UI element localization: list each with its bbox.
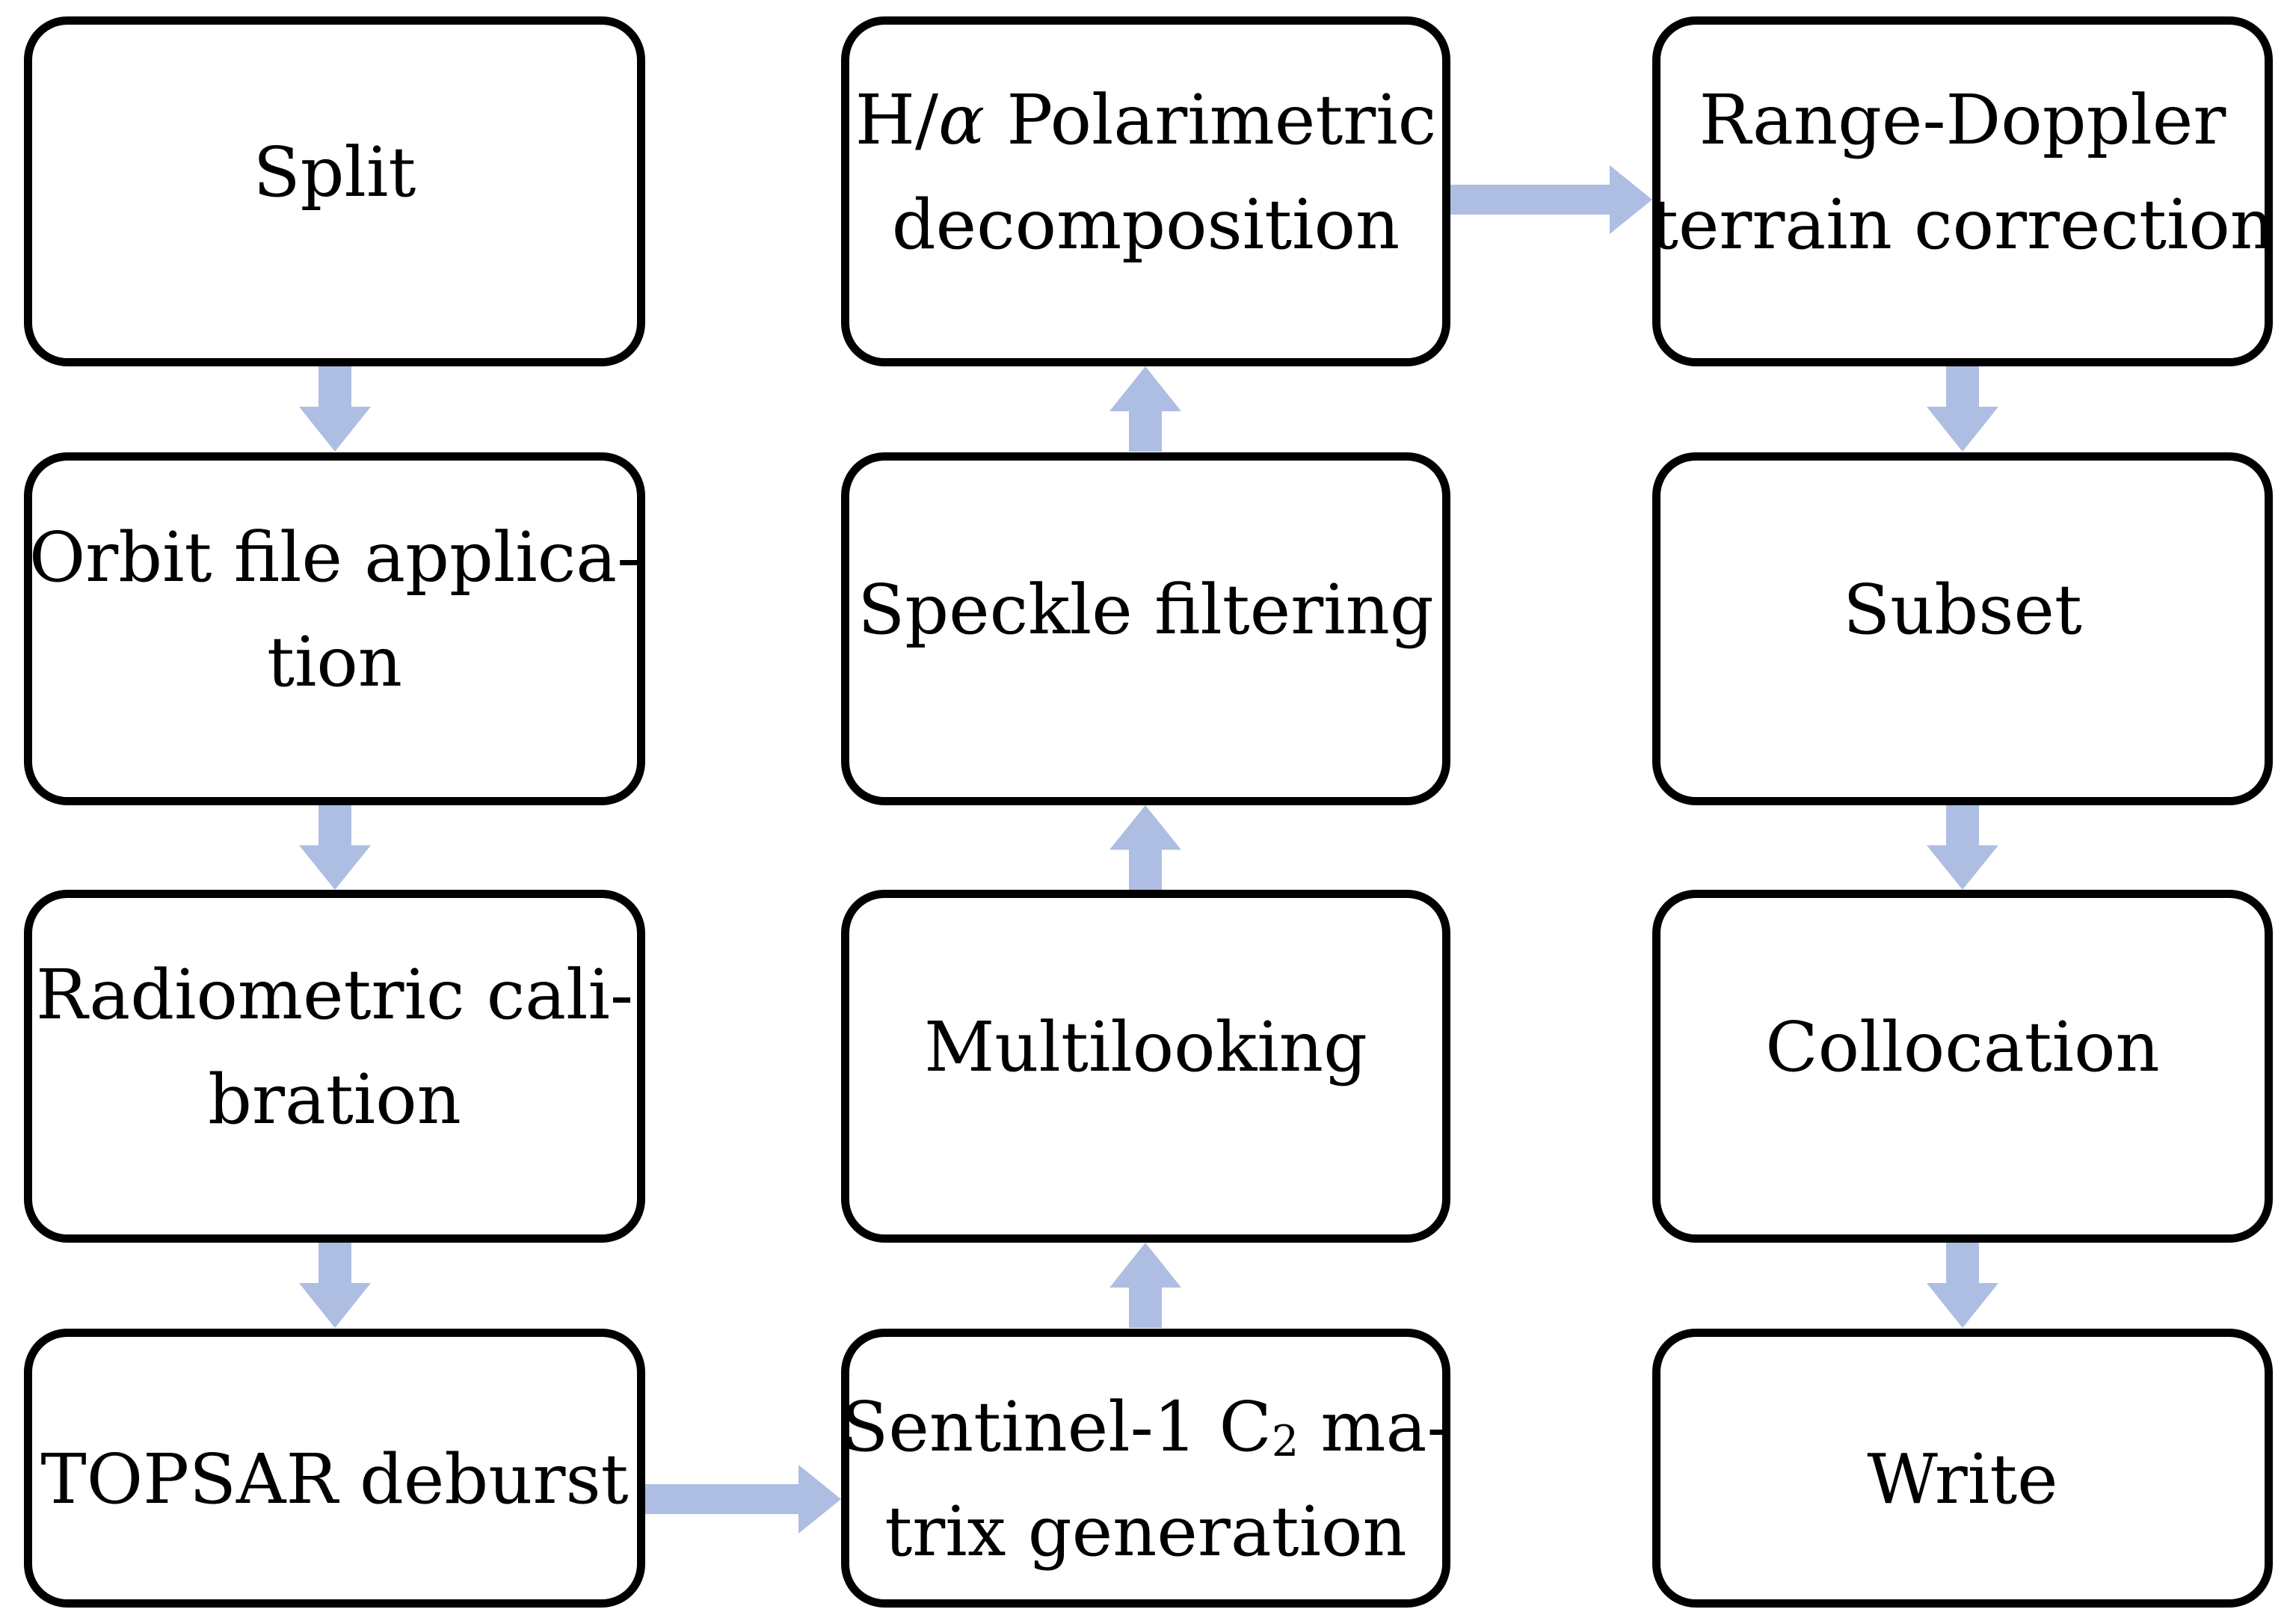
node-label: TOPSAR deburst (40, 1439, 629, 1519)
node-label: terrain correction (1650, 185, 2275, 265)
node-write: Write (1652, 1329, 2273, 1608)
node-range-doppler-terrain-correction: Range-Doppler terrain correction (1650, 16, 2275, 366)
node-label: Write (1867, 1439, 2058, 1519)
node-label: Speckle filtering (858, 570, 1434, 650)
arrow-up-icon (1109, 805, 1181, 890)
node-label: trix generation (884, 1491, 1407, 1572)
arrow-right-icon (645, 1465, 841, 1534)
node-split: Split (24, 16, 645, 366)
arrow-down-icon (1927, 366, 1998, 452)
node-h-alpha-polarimetric-decomposition: H/α Polarimetric decomposition (841, 16, 1450, 366)
node-topsar-deburst: TOPSAR deburst (24, 1329, 645, 1608)
node-label: Subset (1843, 570, 2082, 650)
node-subset: Subset (1652, 452, 2273, 805)
node-orbit-file-application: Orbit file applica- tion (24, 452, 645, 805)
arrow-right-icon (1450, 165, 1652, 234)
node-label: decomposition (891, 185, 1400, 265)
alpha-symbol: α (938, 80, 985, 160)
node-label: Orbit file applica- (28, 517, 641, 597)
arrow-down-icon (1927, 805, 1998, 890)
arrow-down-icon (299, 366, 371, 452)
arrow-up-icon (1109, 1243, 1181, 1328)
node-sentinel1-c2-matrix-generation: Sentinel-1 C2 ma- trix generation (841, 1329, 1450, 1608)
arrow-down-icon (299, 1243, 371, 1328)
node-collocation: Collocation (1652, 890, 2273, 1243)
node-label: tion (266, 622, 403, 702)
node-multilooking: Multilooking (841, 890, 1450, 1243)
node-label: Collocation (1765, 1007, 2160, 1087)
node-label: bration (208, 1059, 461, 1139)
node-label: Radiometric cali- (35, 955, 634, 1035)
node-label: Sentinel-1 C2 ma- (841, 1386, 1450, 1467)
node-label: Split (253, 132, 416, 212)
subscript-2: 2 (1271, 1416, 1299, 1466)
node-radiometric-calibration: Radiometric cali- bration (24, 890, 645, 1243)
node-label: Multilooking (924, 1007, 1367, 1087)
node-label: Range-Doppler (1699, 80, 2226, 160)
arrow-down-icon (299, 805, 371, 890)
arrow-up-icon (1109, 366, 1181, 452)
node-label: H/α Polarimetric (855, 80, 1437, 160)
node-speckle-filtering: Speckle filtering (841, 452, 1450, 805)
arrow-down-icon (1927, 1243, 1998, 1328)
